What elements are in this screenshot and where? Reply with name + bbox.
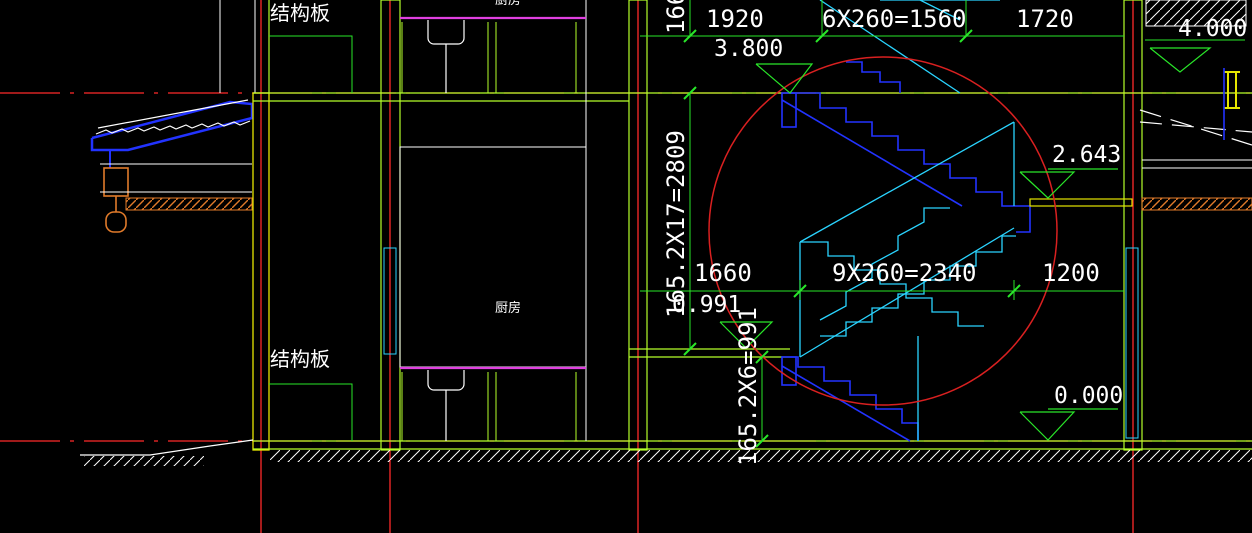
highlight-circle xyxy=(708,56,1058,406)
dim-mid-mid: 9X260=2340 xyxy=(832,259,977,287)
dim-mid-right: 1200 xyxy=(1042,259,1100,287)
elevation-4000: 4.000 xyxy=(1178,16,1247,42)
elevation-0000: 0.000 xyxy=(1054,383,1123,409)
dim-top-right: 1720 xyxy=(1016,5,1074,33)
roof-eave xyxy=(90,0,254,233)
right-side-details xyxy=(1139,0,1252,211)
dim-vert-top-partial: 166. xyxy=(662,0,690,34)
elevation-markers xyxy=(719,47,1212,441)
dim-mid-left: 1660 xyxy=(694,259,752,287)
dim-top-mid: 6X260=1560 xyxy=(822,5,967,33)
dimension-lines xyxy=(640,0,1245,448)
dim-top-left: 1920 xyxy=(706,5,764,33)
label-kitchen-mid: 厨房 xyxy=(495,300,521,316)
elevation-2643: 2.643 xyxy=(1052,142,1121,168)
staircase xyxy=(781,0,1133,442)
label-structural-slab-top: 结构板 xyxy=(270,1,330,25)
dim-vert-lower: 165.2X6=991 xyxy=(734,307,762,466)
label-structural-slab-bottom: 结构板 xyxy=(270,347,330,371)
label-kitchen-top: 厨房 xyxy=(495,0,521,8)
elevation-3800: 3.800 xyxy=(714,36,783,62)
dim-vert-total: 165.2X17=2809 xyxy=(662,130,690,318)
walls xyxy=(252,0,1252,451)
elevation-0991: 0.991 xyxy=(672,292,741,318)
ground xyxy=(80,439,1252,466)
